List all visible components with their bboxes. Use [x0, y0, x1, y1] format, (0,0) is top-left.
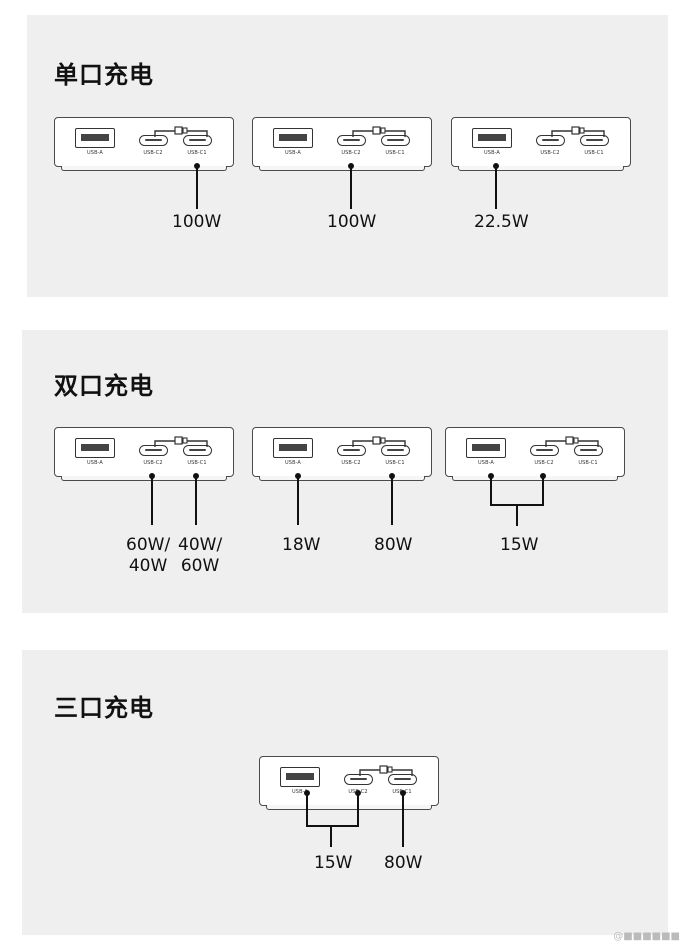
wattage-label: 22.5W — [474, 212, 529, 232]
power-bank-5: USB-A USB-C2 USB-C1 — [252, 427, 432, 481]
usb-c1-label: USB-C1 — [385, 460, 405, 466]
connector-line — [350, 165, 352, 209]
connector-line — [151, 475, 153, 525]
port-group-icon — [359, 765, 413, 776]
usb-a-port — [472, 128, 512, 148]
wattage-label: 80W — [384, 853, 423, 873]
usb-c1-label: USB-C1 — [584, 150, 604, 156]
power-bank-4: USB-A USB-C2 USB-C1 — [54, 427, 234, 481]
usb-c2-label: USB-C2 — [143, 460, 163, 466]
triple-port-title: 三口充电 — [54, 694, 154, 722]
connector-line — [516, 504, 518, 526]
power-bank-2: USB-A USB-C2 USB-C1 — [252, 117, 432, 171]
single-port-title: 单口充电 — [54, 61, 154, 89]
port-dot — [295, 473, 301, 479]
usb-c1-label: USB-C1 — [385, 150, 405, 156]
wattage-label: 15W — [314, 853, 353, 873]
wattage-label: 18W — [282, 535, 321, 555]
usb-c1-label: USB-C1 — [187, 150, 207, 156]
usb-a-port — [280, 767, 320, 787]
usb-c2-label: USB-C2 — [540, 150, 560, 156]
port-dot — [348, 163, 354, 169]
usb-a-port — [273, 128, 313, 148]
port-dot — [540, 473, 546, 479]
port-group-icon — [352, 436, 406, 447]
port-group-icon — [352, 126, 406, 137]
usb-c1-label: USB-C1 — [578, 460, 598, 466]
usb-c1-port — [574, 445, 603, 456]
usb-c2-port — [536, 135, 565, 146]
port-dot — [304, 790, 310, 796]
connector-line — [542, 475, 544, 505]
port-dot — [493, 163, 499, 169]
usb-a-port — [466, 438, 506, 458]
usb-c2-label: USB-C2 — [143, 150, 163, 156]
usb-c2-port — [530, 445, 559, 456]
connector-line — [402, 792, 404, 847]
usb-a-port — [75, 438, 115, 458]
port-dot — [488, 473, 494, 479]
power-bank-3: USB-A USB-C2 USB-C1 — [451, 117, 631, 171]
power-bank-6: USB-A USB-C2 USB-C1 — [445, 427, 625, 481]
connector-line — [330, 825, 332, 847]
usb-c1-port — [580, 135, 609, 146]
connector-line — [495, 165, 497, 209]
usb-a-port — [273, 438, 313, 458]
connector-line — [306, 792, 308, 826]
connector-line — [297, 475, 299, 525]
usb-c2-port — [139, 135, 168, 146]
usb-a-label: USB-A — [292, 789, 308, 795]
usb-c1-port — [183, 445, 212, 456]
usb-c2-label: USB-C2 — [534, 460, 554, 466]
usb-a-label: USB-A — [484, 150, 500, 156]
usb-a-label: USB-A — [478, 460, 494, 466]
wattage-label: 80W — [374, 535, 413, 555]
wattage-label: 60W/ 40W — [126, 535, 171, 576]
connector-bracket — [306, 825, 359, 827]
power-bank-7: USB-A USB-C2 USB-C1 — [259, 756, 439, 810]
port-dot — [400, 790, 406, 796]
connector-line — [490, 475, 492, 505]
usb-c2-port — [337, 135, 366, 146]
usb-c1-port — [388, 774, 417, 785]
wattage-label: 100W — [172, 212, 222, 232]
port-group-icon — [551, 126, 605, 137]
usb-a-label: USB-A — [87, 150, 103, 156]
usb-a-port — [75, 128, 115, 148]
wattage-label: 100W — [327, 212, 377, 232]
port-group-icon — [545, 436, 599, 447]
usb-c1-label: USB-C1 — [187, 460, 207, 466]
connector-line — [196, 165, 198, 209]
wattage-label: 40W/ 60W — [178, 535, 223, 576]
connector-line — [195, 475, 197, 525]
connector-line — [357, 792, 359, 826]
port-group-icon — [154, 126, 208, 137]
connector-line — [391, 475, 393, 525]
usb-c1-port — [381, 135, 410, 146]
dual-port-title: 双口充电 — [54, 372, 154, 400]
port-dot — [355, 790, 361, 796]
usb-c2-port — [344, 774, 373, 785]
power-bank-1: USB-A USB-C2 USB-C1 — [54, 117, 234, 171]
usb-c2-port — [139, 445, 168, 456]
usb-c1-port — [381, 445, 410, 456]
port-dot — [194, 163, 200, 169]
watermark: @■■■■■■ — [613, 931, 680, 942]
usb-c1-port — [183, 135, 212, 146]
wattage-label: 15W — [500, 535, 539, 555]
port-dot — [193, 473, 199, 479]
usb-a-label: USB-A — [285, 460, 301, 466]
port-dot — [149, 473, 155, 479]
port-dot — [389, 473, 395, 479]
usb-c2-label: USB-C2 — [341, 150, 361, 156]
usb-a-label: USB-A — [87, 460, 103, 466]
usb-c2-label: USB-C2 — [341, 460, 361, 466]
usb-a-label: USB-A — [285, 150, 301, 156]
usb-c2-port — [337, 445, 366, 456]
port-group-icon — [154, 436, 208, 447]
